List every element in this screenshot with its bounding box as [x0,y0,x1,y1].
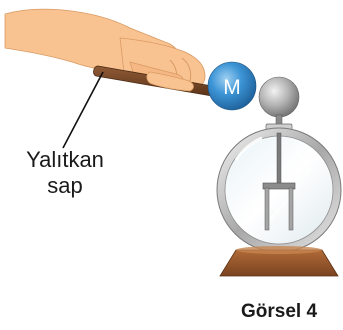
figure-caption: Görsel 4 [241,301,317,322]
sphere-label: M [223,76,241,99]
handle-label-line2: sap [47,173,82,198]
handle-label-line1: Yalıtkan [26,147,104,172]
charged-sphere: M [207,61,257,111]
conductor-rod [276,132,282,186]
leader-line [62,71,104,149]
electroscope-knob [258,76,300,118]
leaf-left [264,187,270,231]
leaf-right [288,187,294,231]
electroscope-icon [216,76,342,277]
